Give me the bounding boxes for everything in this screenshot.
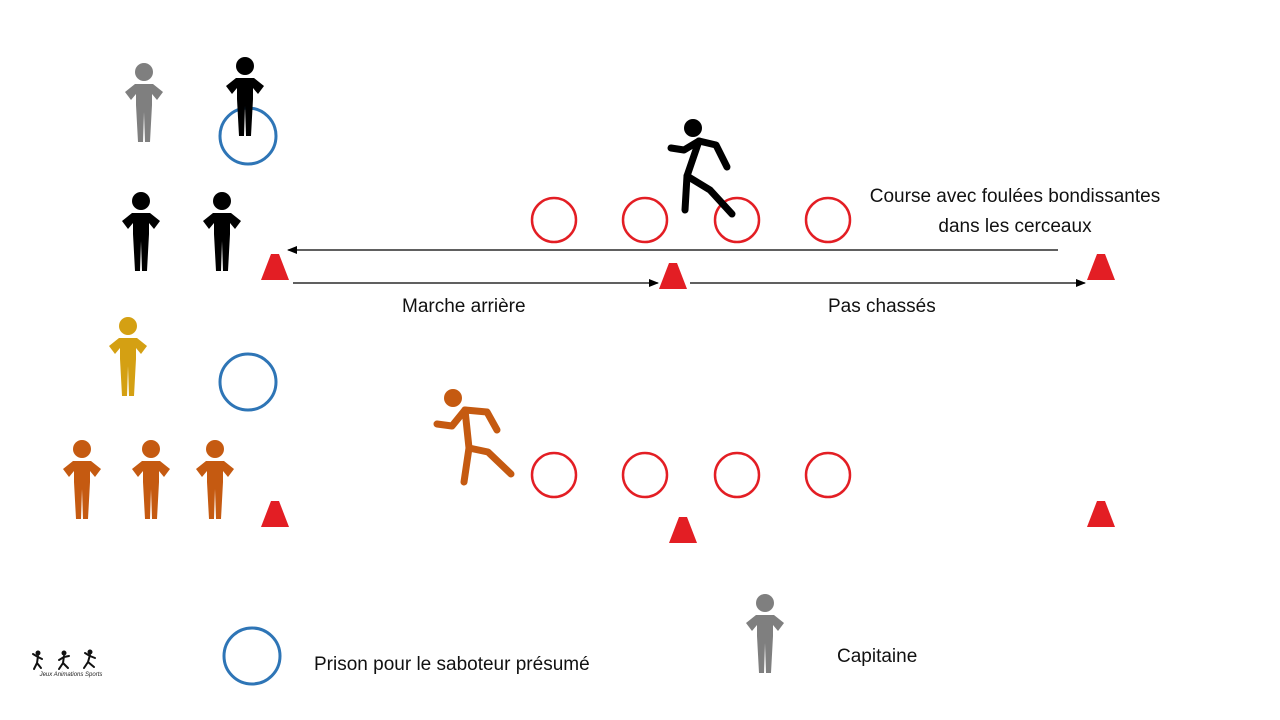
logo-icon: Jeux Animations Sports <box>28 648 114 684</box>
cone-icon <box>1087 254 1115 280</box>
cone-icon <box>261 501 289 527</box>
logo-figures-icon <box>32 649 96 670</box>
hoop-icon <box>621 451 669 499</box>
standing-person-icon <box>746 594 784 673</box>
hoop-icon <box>713 196 761 244</box>
standing-person-icon <box>203 192 241 271</box>
hoop-icon <box>530 196 578 244</box>
cone-icon <box>1087 501 1115 527</box>
standing-person-icon <box>109 317 147 396</box>
cone-icon <box>659 263 687 289</box>
hoop-icon <box>621 196 669 244</box>
hoop-icon <box>713 451 761 499</box>
hoop-icon <box>804 451 852 499</box>
running-person-icon <box>433 389 515 486</box>
standing-person-icon <box>63 440 101 519</box>
standing-person-icon <box>132 440 170 519</box>
standing-person-icon <box>122 192 160 271</box>
label-course-bondissante: Course avec foulées bondissantes dans le… <box>850 182 1180 242</box>
prison-circle-icon <box>218 352 278 412</box>
standing-person-icon <box>196 440 234 519</box>
logo-text: Jeux Animations Sports <box>39 672 103 678</box>
hoop-icon <box>804 196 852 244</box>
cone-icon <box>669 517 697 543</box>
label-course-line1: Course avec foulées bondissantes <box>869 186 1161 207</box>
standing-person-icon <box>125 63 163 142</box>
label-pas-chasses: Pas chassés <box>828 296 936 317</box>
cone-icon <box>261 254 289 280</box>
prison-circle-icon <box>222 626 282 686</box>
hoop-icon <box>530 451 578 499</box>
label-prison: Prison pour le saboteur présumé <box>314 654 590 675</box>
standing-person-icon <box>226 57 264 136</box>
label-marche-arriere: Marche arrière <box>402 296 526 317</box>
running-person-icon <box>667 119 736 218</box>
label-course-line2: dans les cerceaux <box>938 216 1092 237</box>
label-capitaine: Capitaine <box>837 646 918 667</box>
